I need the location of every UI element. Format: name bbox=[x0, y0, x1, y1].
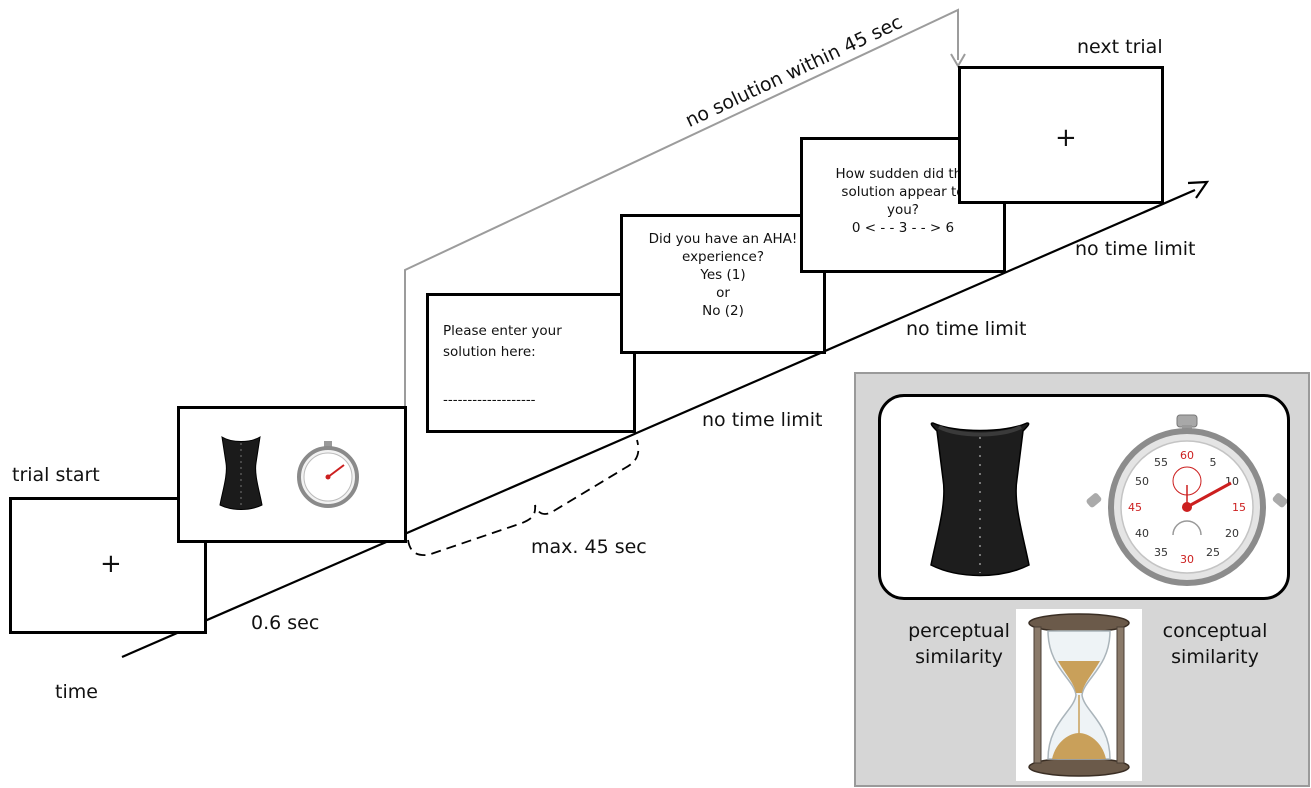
conceptual-similarity-label: conceptual similarity bbox=[1150, 618, 1280, 670]
trial-start-label: trial start bbox=[12, 464, 100, 486]
corset-icon bbox=[220, 437, 262, 510]
stopwatch-dial-number: 15 bbox=[1232, 501, 1246, 514]
stopwatch-icon bbox=[299, 441, 357, 506]
aha-or: or bbox=[623, 284, 823, 302]
stopwatch-dial-number: 20 bbox=[1225, 527, 1239, 540]
stopwatch-dial-number: 40 bbox=[1135, 527, 1149, 540]
perceptual-line1: perceptual bbox=[894, 618, 1024, 644]
time-axis-arrowhead bbox=[1188, 182, 1207, 198]
perceptual-similarity-label: perceptual similarity bbox=[894, 618, 1024, 670]
corset-large-icon bbox=[931, 423, 1029, 576]
hourglass-image bbox=[1016, 609, 1142, 781]
stimulus-screen bbox=[177, 406, 407, 543]
conceptual-line2: similarity bbox=[1150, 644, 1280, 670]
stopwatch-dial-number: 50 bbox=[1135, 475, 1149, 488]
solution-prompt-line1: Please enter your bbox=[443, 322, 562, 340]
sudden-rating-scale: 0 < - - 3 - - > 6 bbox=[803, 219, 1003, 237]
aha-question-screen: Did you have an AHA! experience? Yes (1)… bbox=[620, 214, 826, 354]
fixation-cross: + bbox=[100, 549, 122, 579]
aha-line2: experience? bbox=[623, 248, 823, 266]
solution-prompt-line2: solution here: bbox=[443, 343, 536, 361]
max-duration-label: max. 45 sec bbox=[531, 536, 647, 558]
stopwatch-dial-number: 25 bbox=[1206, 546, 1220, 559]
aha-time-limit-label: no time limit bbox=[906, 318, 1026, 340]
stopwatch-dial-number: 45 bbox=[1128, 501, 1142, 514]
aha-line1: Did you have an AHA! bbox=[623, 230, 823, 248]
next-fixation-cross: + bbox=[1055, 123, 1077, 153]
time-label: time bbox=[55, 681, 98, 703]
fixation-duration-label: 0.6 sec bbox=[251, 612, 319, 634]
stopwatch-dial-number: 35 bbox=[1154, 546, 1168, 559]
next-fixation-screen: + bbox=[958, 66, 1164, 204]
next-trial-label: next trial bbox=[1077, 36, 1163, 58]
stopwatch-dial-number: 30 bbox=[1180, 553, 1194, 566]
sudden-time-limit-label: no time limit bbox=[1075, 238, 1195, 260]
stopwatch-dial-number: 5 bbox=[1210, 456, 1217, 469]
solution-time-limit-label: no time limit bbox=[702, 409, 822, 431]
conceptual-line1: conceptual bbox=[1150, 618, 1280, 644]
aha-no-option: No (2) bbox=[623, 302, 823, 320]
stopwatch-dial-number: 60 bbox=[1180, 449, 1194, 462]
stopwatch-dial-number: 55 bbox=[1154, 456, 1168, 469]
solution-entry-line: ------------------- bbox=[443, 391, 536, 409]
stimulus-images bbox=[180, 409, 404, 540]
perceptual-line2: similarity bbox=[894, 644, 1024, 670]
hourglass-icon bbox=[1016, 609, 1142, 781]
aha-yes-option: Yes (1) bbox=[623, 266, 823, 284]
solution-screen: Please enter your solution here: -------… bbox=[426, 293, 636, 433]
